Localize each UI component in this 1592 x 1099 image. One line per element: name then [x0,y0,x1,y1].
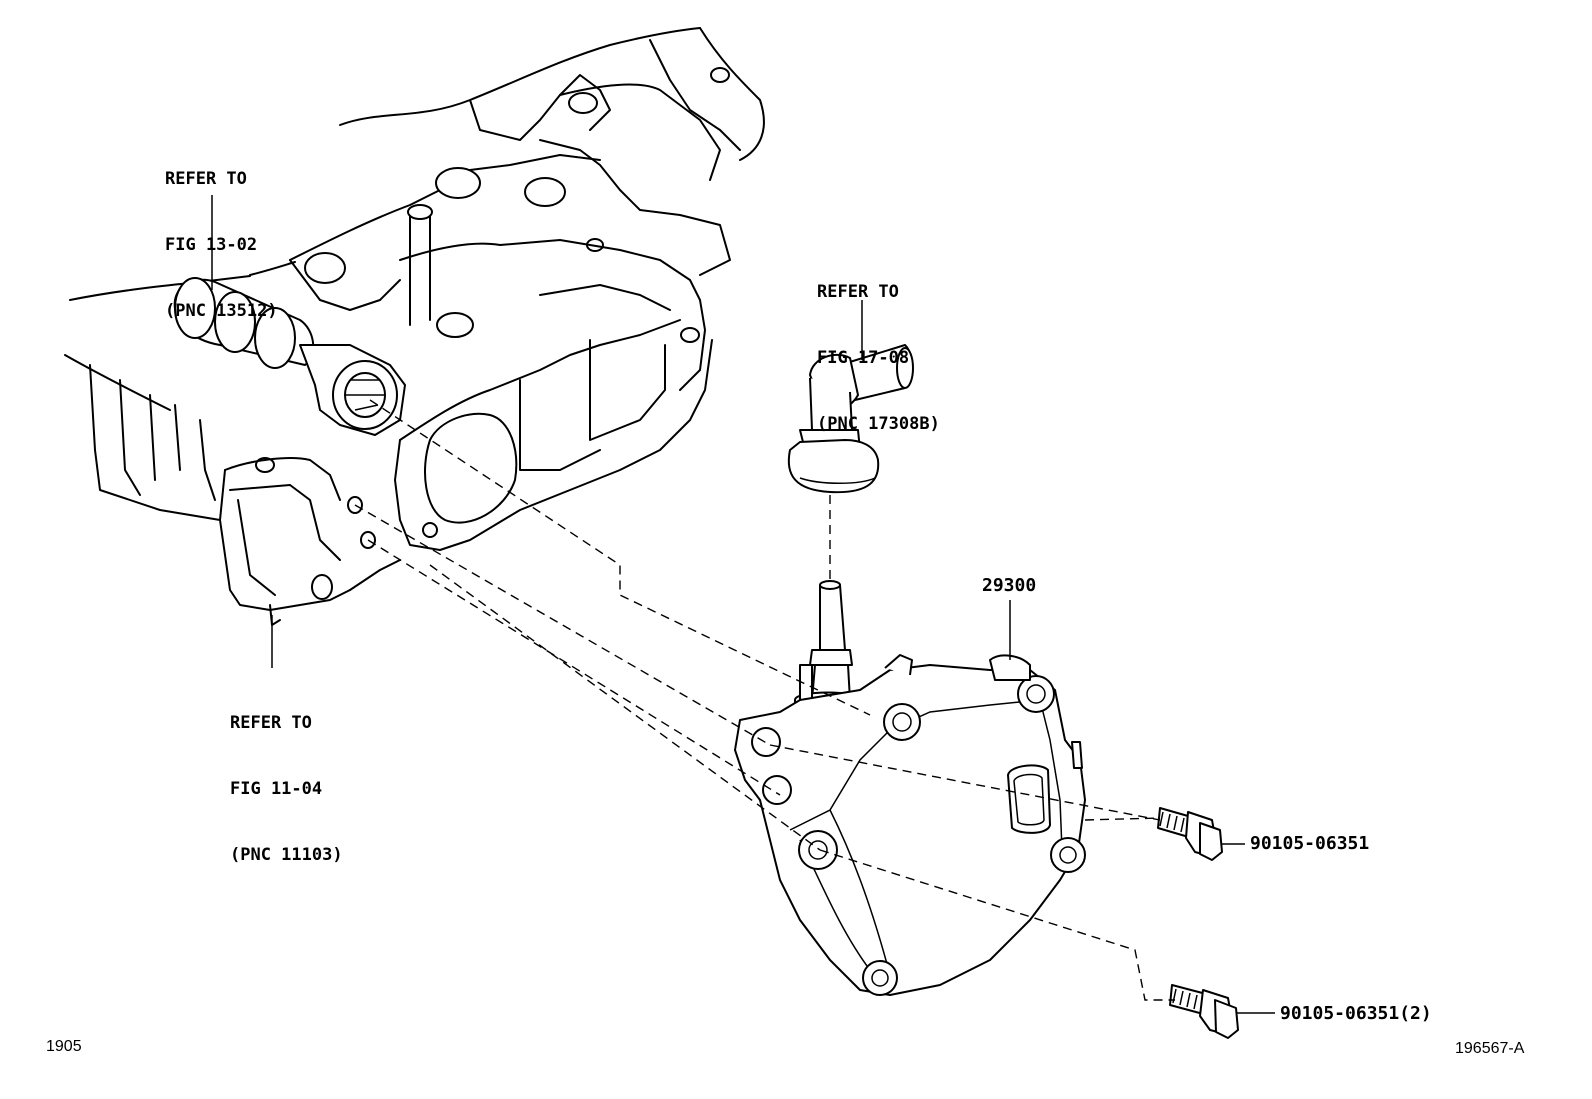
footer-right-code: 196567-A [1455,1040,1525,1057]
part-number-bolt-upper[interactable]: 90105-06351 [1250,833,1370,854]
callout-cylinder-head-line1: REFER TO [230,713,312,733]
callout-cylinder-head: REFER TO FIG 11-04 (PNC 11103) [230,668,343,888]
callout-camshaft-line3: (PNC 13512) [165,301,278,321]
part-number-pump[interactable]: 29300 [982,575,1037,596]
cylinder-head-drawing [64,27,765,626]
vacuum-pump-drawing [734,580,1086,996]
footer-left-code: 1905 [46,1038,82,1055]
bolt-lower-drawing [1169,984,1239,1039]
vacuum-hose-drawing [787,344,914,494]
callout-cylinder-head-line3: (PNC 11103) [230,845,343,865]
callout-hose: REFER TO FIG 17-08 (PNC 17308B) [817,237,940,457]
alignment-lines [354,399,1175,1001]
callout-camshaft-line2: FIG 13-02 [165,235,258,255]
part-number-bolt-lower[interactable]: 90105-06351(2) [1280,1003,1432,1024]
callout-cylinder-head-line2: FIG 11-04 [230,779,323,799]
callout-camshaft: REFER TO FIG 13-02 (PNC 13512) [165,124,278,344]
callout-hose-line3: (PNC 17308B) [817,414,940,434]
bolt-upper-drawing [1157,807,1223,861]
callout-hose-line2: FIG 17-08 [817,348,910,368]
callout-hose-line1: REFER TO [817,282,899,302]
callout-camshaft-line1: REFER TO [165,169,247,189]
leader-lines [211,195,1275,1014]
